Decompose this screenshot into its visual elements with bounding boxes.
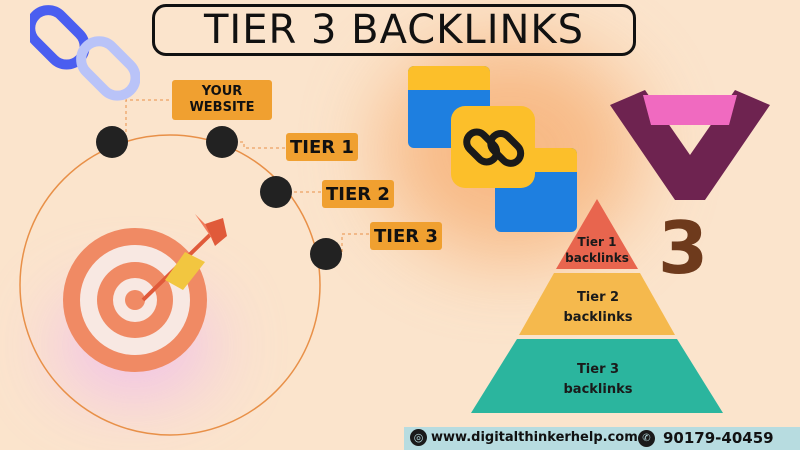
footer-bar (404, 427, 800, 450)
chain-link-icon (30, 5, 140, 101)
tier-pyramid (471, 199, 723, 413)
phone-text: 90179-40459 (663, 429, 774, 447)
node-tier1 (206, 126, 238, 158)
connector-tier1 (222, 141, 286, 149)
globe-icon: ◎ (410, 429, 427, 446)
browser-windows-link-icon (408, 66, 577, 232)
orbit-circle (19, 134, 321, 436)
node-tier2 (260, 176, 292, 208)
phone-icon: ✆ (638, 429, 655, 447)
pyramid-top-label: Tier 1 backlinks (565, 235, 629, 265)
node-tier3 (310, 238, 342, 270)
tier3-label: TIER 3 (374, 225, 438, 247)
pyramid-top (556, 199, 638, 269)
footer-phone: ✆ 90179-40459 (638, 429, 774, 447)
pyramid-bottom (471, 339, 723, 413)
tier1-label: TIER 1 (290, 136, 354, 158)
pyramid-middle (519, 273, 675, 335)
page-title: TIER 3 BACKLINKS (203, 7, 585, 53)
website-text[interactable]: www.digitalthinkerhelp.com (431, 430, 638, 445)
tier3-tag: TIER 3 (370, 222, 442, 250)
node-website (96, 126, 128, 158)
page-title-box: TIER 3 BACKLINKS (152, 4, 636, 56)
big-number: 3 (658, 206, 709, 290)
tier2-tag: TIER 2 (322, 180, 394, 208)
pyramid-middle-label: Tier 2 backlinks (563, 290, 633, 325)
pyramid-bottom-label: Tier 3 backlinks (563, 362, 633, 397)
tier1-tag: TIER 1 (286, 133, 358, 161)
medal-ribbon-icon (610, 90, 770, 200)
footer-website[interactable]: ◎ www.digitalthinkerhelp.com (410, 429, 638, 446)
target-dart-icon (63, 214, 227, 372)
tier2-label: TIER 2 (326, 183, 390, 205)
your-website-tag: YOUR WEBSITE (172, 80, 272, 120)
your-website-label: YOUR WEBSITE (189, 84, 255, 115)
